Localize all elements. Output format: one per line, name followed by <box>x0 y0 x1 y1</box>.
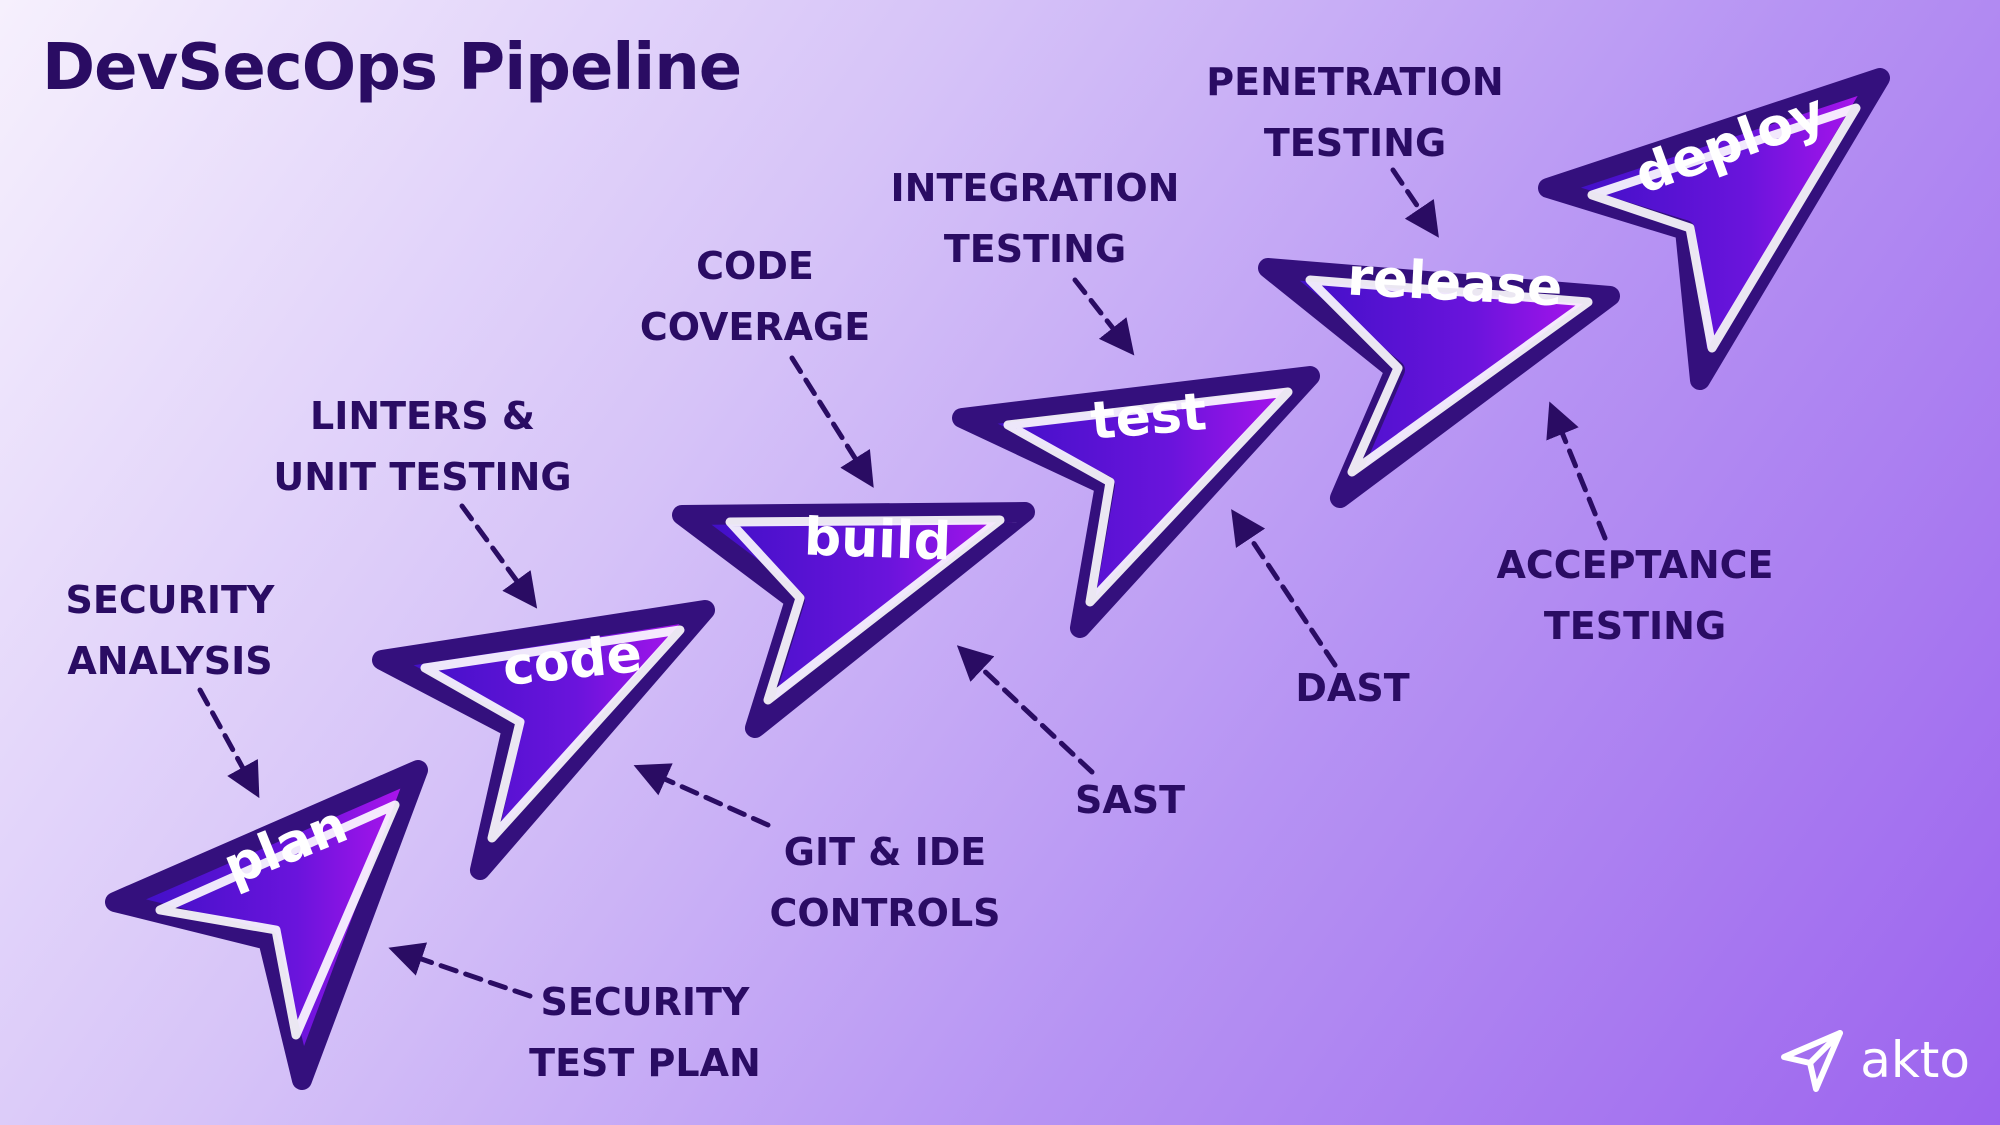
annotation-acceptance-testing: ACCEPTANCE TESTING <box>1496 543 1774 648</box>
annotation-code-coverage: CODE COVERAGE <box>639 244 871 349</box>
page-title: DevSecOps Pipeline <box>42 31 742 105</box>
annotation-security-analysis: SECURITY ANALYSIS <box>65 578 275 683</box>
paper-plane-icon <box>1781 1030 1844 1092</box>
pointer-sast <box>956 645 1095 775</box>
annotation-security-test-plan: SECURITY TEST PLAN <box>529 980 761 1085</box>
pointer-security-test-plan <box>388 942 533 999</box>
pointer-dast <box>1231 509 1338 668</box>
pointer-security-analysis <box>197 687 260 799</box>
stage-label-build: build <box>803 507 952 572</box>
pointer-linters <box>459 503 538 609</box>
annotation-dast: DAST <box>1295 666 1410 710</box>
stage-deploy: deploy <box>1538 68 1890 390</box>
stage-label-test: test <box>1088 382 1209 452</box>
brand-name: akto <box>1860 1031 1970 1089</box>
pointer-acceptance-testing <box>1546 401 1608 541</box>
stage-label-release: release <box>1346 247 1564 318</box>
annotation-sast: SAST <box>1074 778 1186 822</box>
stage-test: test <box>952 366 1320 638</box>
stage-code: code <box>372 600 715 880</box>
brand-logo: akto <box>1780 1027 1970 1093</box>
annotation-penetration-testing: PENETRATION TESTING <box>1206 60 1504 165</box>
stage-build: build <box>672 502 1035 738</box>
pointer-git-ide <box>633 763 771 828</box>
pointer-penetration-testing <box>1390 167 1439 238</box>
stage-label-code: code <box>500 624 645 698</box>
stage-plan: plan <box>105 760 428 1090</box>
annotation-linters: LINTERS & UNIT TESTING <box>273 394 572 499</box>
annotation-git-ide: GIT & IDE CONTROLS <box>769 830 1001 935</box>
stage-release: release <box>1258 247 1620 508</box>
pointer-code-coverage <box>789 355 874 488</box>
pointer-integration-testing <box>1072 277 1135 356</box>
annotation-integration-testing: INTEGRATION TESTING <box>890 166 1180 271</box>
